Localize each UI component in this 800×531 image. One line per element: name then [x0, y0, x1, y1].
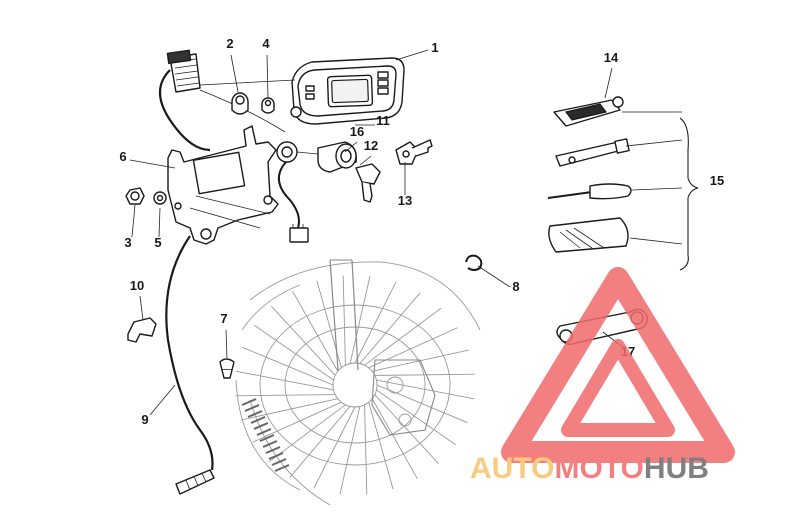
wheel-spoke [254, 324, 334, 381]
callout-leader-6 [129, 159, 176, 169]
callout-leader-10 [139, 295, 144, 321]
dashboard-instrument [290, 57, 405, 125]
callout-number-13: 13 [398, 193, 412, 208]
wheel-spoke [339, 406, 361, 495]
tyre-tread-mark [244, 404, 260, 412]
wheel-spoke [235, 394, 336, 397]
callout-number-4: 4 [262, 36, 270, 51]
tyre-tread-mark [274, 464, 290, 472]
mounting-bracket [167, 125, 279, 245]
wheel-spoke [316, 280, 342, 368]
ignition-key-inserted [355, 163, 381, 203]
callout-number-2: 2 [226, 36, 233, 51]
screw [219, 358, 235, 379]
callout-leader-8 [477, 265, 511, 288]
tyre-tread-mark [250, 416, 266, 424]
switch-connector [289, 227, 309, 243]
nut [125, 187, 145, 205]
watermark-moto: MOTO [554, 452, 643, 485]
callout-number-15: 15 [710, 173, 724, 188]
callout-number-1: 1 [431, 40, 438, 55]
wheel-spoke [376, 389, 456, 446]
wheel-spoke [368, 402, 394, 490]
callout-leader-14 [604, 67, 613, 99]
wheel-spoke [268, 404, 346, 463]
callout-number-5: 5 [154, 235, 161, 250]
callout-number-6: 6 [119, 149, 126, 164]
watermark-auto: AUTO [470, 452, 554, 485]
wheel-spoke [368, 327, 458, 369]
wheel-spoke [252, 401, 342, 443]
callout-number-11: 11 [376, 113, 390, 128]
callout-leader-9 [149, 384, 176, 416]
svg-text:AUTOMOTOHUB: AUTOMOTOHUB [470, 452, 709, 485]
harness-cable-upper [158, 69, 211, 152]
box-spanner [555, 138, 630, 167]
callout-leader-5 [158, 207, 161, 238]
callout-leader-16 [344, 141, 358, 153]
wheel-spoke [313, 406, 356, 489]
wheel-background [235, 259, 481, 506]
callout-number-10: 10 [130, 278, 144, 293]
circlip [465, 254, 483, 271]
watermark-hub: HUB [644, 452, 709, 485]
bracket-brace-15 [679, 117, 699, 271]
callout-number-14: 14 [604, 50, 619, 65]
tyre-tread-mark [256, 428, 272, 436]
tool-bag [553, 96, 624, 127]
wheel-spoke [364, 404, 368, 495]
rubber-grommet [231, 92, 249, 115]
tyre-tread-mark [268, 452, 284, 460]
wheel-spoke [349, 275, 371, 364]
wheel-spoke [292, 290, 339, 372]
wheel-spoke [364, 307, 442, 366]
ignition-switch [276, 141, 357, 173]
tyre-tread-mark [241, 398, 257, 406]
callout-leader-2 [230, 54, 239, 93]
wheel-spoke [342, 275, 346, 366]
speed-sensor-plug [175, 469, 215, 495]
tyre-tread-mark [271, 458, 287, 466]
wiring-connector-top [166, 49, 201, 93]
callout-number-9: 9 [141, 412, 148, 427]
tyre-tread-mark [253, 422, 269, 430]
wheel-spoke [374, 394, 440, 465]
callout-leader-4 [266, 54, 269, 99]
tool-pouch [548, 217, 629, 253]
callout-leader-3 [131, 204, 136, 238]
tyre-tread-mark [262, 440, 278, 448]
spacer-bush [261, 97, 275, 114]
wheel-spoke [289, 406, 351, 478]
tyre-tread-mark [259, 434, 275, 442]
switch-wire [278, 161, 300, 229]
speed-sensor-cable [165, 235, 214, 471]
screwdriver [547, 183, 632, 200]
wheel-spoke [270, 305, 336, 376]
tyre-tread-mark [247, 410, 263, 418]
spare-key [395, 139, 433, 165]
callout-number-3: 3 [124, 235, 131, 250]
callout-leader-12 [359, 155, 372, 166]
callout-number-7: 7 [220, 311, 227, 326]
wheel-spoke [359, 292, 421, 364]
automotohub-watermark: AUTOMOTOHUB [470, 267, 735, 485]
wheel-spoke [241, 398, 338, 421]
callout-leader-1 [395, 49, 429, 61]
wheel-spoke [376, 384, 468, 424]
callout-number-8: 8 [512, 279, 519, 294]
wheel-spoke [242, 346, 334, 386]
wheel-spoke [354, 281, 397, 364]
wheel-spoke [371, 398, 418, 480]
callout-number-12: 12 [364, 138, 378, 153]
cable-clip [127, 317, 157, 343]
wheel-spoke [374, 373, 475, 376]
tyre-tread-mark [265, 446, 281, 454]
callout-leader-7 [225, 329, 228, 359]
callout-number-16: 16 [350, 124, 364, 139]
washer [153, 191, 167, 205]
